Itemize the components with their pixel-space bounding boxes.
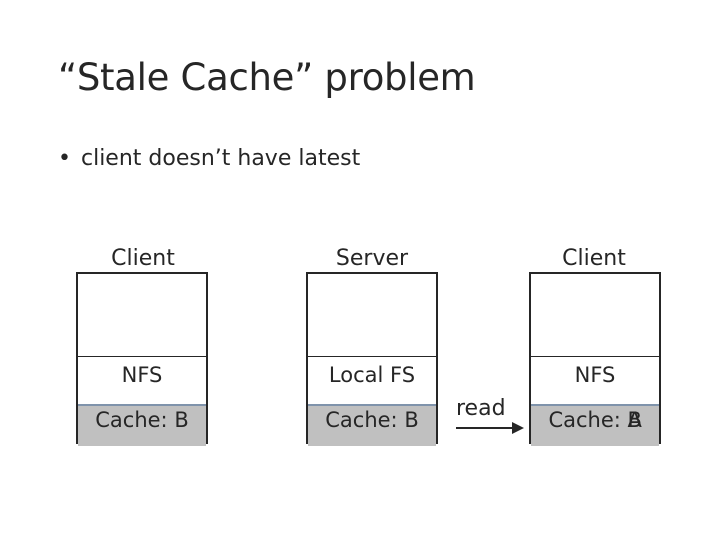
- server-cache-text: Cache: B: [325, 408, 419, 432]
- server-cache-region: [308, 404, 436, 446]
- client-2-layer-label: NFS: [574, 363, 616, 387]
- right-arrow-icon: [456, 422, 524, 434]
- server-layer-label: Local FS: [328, 363, 416, 387]
- client-1-app-area: [78, 274, 206, 357]
- client-2-app-area: [531, 274, 659, 357]
- bullet-point: • client doesn’t have latest: [58, 146, 360, 171]
- client-2-cache-value-b: B: [627, 408, 642, 432]
- bullet-symbol: •: [58, 146, 71, 171]
- client-2-cache-region: [531, 404, 659, 446]
- client-2-cache-value-a: A: [627, 408, 642, 432]
- server-app-area: [308, 274, 436, 357]
- slide-title: “Stale Cache” problem: [58, 56, 476, 99]
- client-1-cache-text: Cache: B: [95, 408, 189, 432]
- read-arrow-label: read: [456, 396, 506, 421]
- client-2-label: Client: [562, 246, 626, 271]
- bullet-text: client doesn’t have latest: [80, 146, 361, 171]
- client-1-label: Client: [111, 246, 175, 271]
- server-cache-value: B: [404, 408, 419, 432]
- server-stack: Local FS Cache: B: [306, 272, 438, 446]
- client-1-layer-label: NFS: [121, 363, 163, 387]
- client-1-stack: NFS Cache: B: [76, 272, 208, 446]
- client-1-cache-region: [78, 404, 206, 446]
- server-label: Server: [335, 246, 409, 271]
- client-1-cache-value: B: [174, 408, 189, 432]
